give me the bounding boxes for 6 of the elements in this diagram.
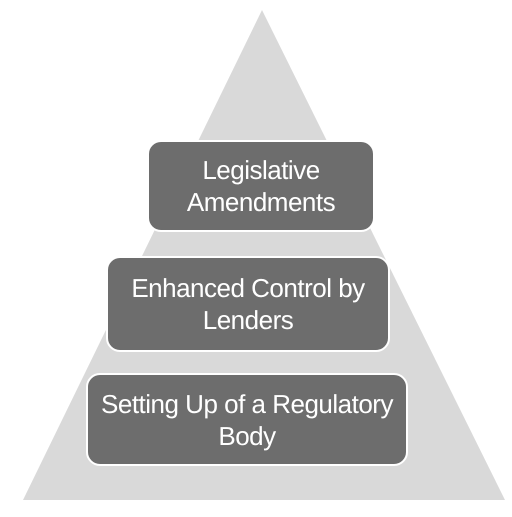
- tier-box: [147, 140, 375, 232]
- tier-label: Setting Up of a Regulatory Body: [100, 388, 394, 452]
- tier-box: [86, 373, 408, 466]
- tier-label: Legislative Amendments: [186, 154, 336, 218]
- tier-box: [106, 256, 390, 352]
- tier-label: Enhanced Control by Lenders: [130, 272, 366, 336]
